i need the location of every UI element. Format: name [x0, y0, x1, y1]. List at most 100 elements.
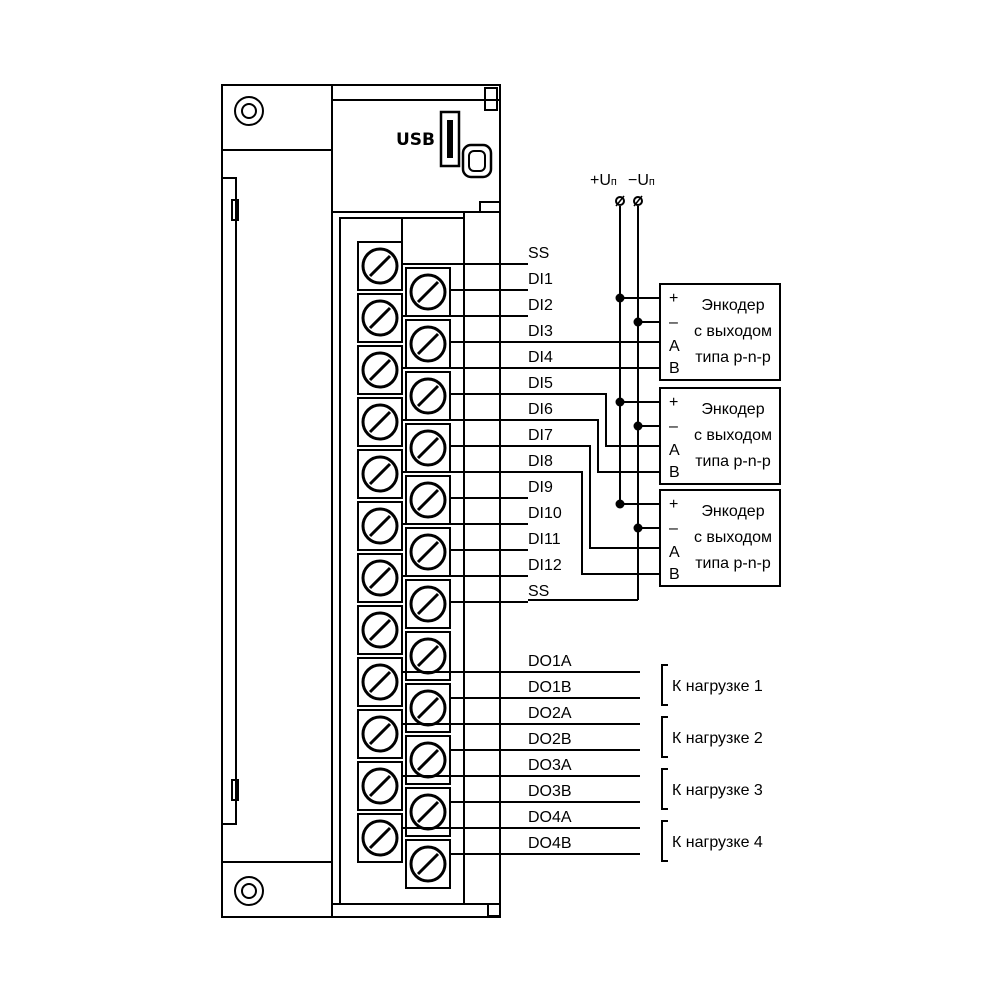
mount-hole-top [234, 96, 264, 126]
load-bracket: К нагрузке 1 [661, 664, 763, 706]
terminal-label: DO1B [528, 679, 572, 696]
supply-plus-label: +Uп [590, 172, 617, 189]
encoder-pin-label: – [669, 520, 678, 537]
encoder-text: типа p-n-p [695, 453, 771, 470]
screw-left-icon [361, 559, 399, 597]
encoder-text: с выходом [694, 529, 772, 546]
screw-right-icon [409, 377, 447, 415]
screw-right-icon [409, 585, 447, 623]
junction-dot [615, 293, 625, 303]
usb-cover-icon [461, 143, 493, 179]
terminal-label: DI9 [528, 479, 553, 496]
screw-right-icon [409, 481, 447, 519]
screw-left-icon [361, 715, 399, 753]
encoder-pin-label: A [669, 442, 680, 459]
usb-label: USB [396, 130, 435, 150]
junction-dots [615, 293, 643, 533]
terminal-label: DI3 [528, 323, 553, 340]
usb-port-icon [439, 110, 461, 168]
mount-hole-bottom [234, 876, 264, 906]
encoder-pin-label: B [669, 566, 680, 583]
screw-right-icon [409, 325, 447, 363]
encoder-text: Энкодер [701, 401, 764, 418]
screw-right-icon [409, 741, 447, 779]
terminal-label: DI7 [528, 427, 553, 444]
terminal-label: DO4A [528, 809, 572, 826]
junction-dot [633, 421, 643, 431]
encoder-pin-label: B [669, 464, 680, 481]
terminal-cell-left [357, 761, 403, 811]
screw-left-icon [361, 819, 399, 857]
terminal-cell-left [357, 813, 403, 863]
supply-minus-label: −Uп [628, 172, 655, 189]
screw-right-icon [409, 689, 447, 727]
usb-connector: USB [396, 110, 493, 179]
terminal-label: DI1 [528, 271, 553, 288]
terminal-label: DI6 [528, 401, 553, 418]
terminal-label: DO4B [528, 835, 572, 852]
terminal-label: DI12 [528, 557, 562, 574]
encoder-pin-label: – [669, 314, 678, 331]
screw-left-icon [361, 663, 399, 701]
screw-left-icon [361, 247, 399, 285]
screw-left-icon [361, 351, 399, 389]
terminal-cell-left [357, 345, 403, 395]
load-bracket: К нагрузке 4 [661, 820, 763, 862]
terminal-label: DI4 [528, 349, 553, 366]
encoder-pin-label: A [669, 338, 680, 355]
terminal-label: DI11 [528, 531, 561, 548]
module-housing [221, 84, 501, 918]
screw-left-icon [361, 507, 399, 545]
terminal-label: DO3B [528, 783, 572, 800]
terminal-label: DO2A [528, 705, 572, 722]
terminal-cell-right [405, 735, 451, 785]
module-body [331, 84, 501, 918]
junction-dot [615, 397, 625, 407]
terminal-cell-right [405, 631, 451, 681]
encoder-text: типа p-n-p [695, 555, 771, 572]
load-label: К нагрузке 3 [672, 782, 763, 799]
terminal-label: SS [528, 245, 549, 262]
encoder-pin-label: A [669, 544, 680, 561]
screw-left-icon [361, 455, 399, 493]
terminal-cell-left [357, 293, 403, 343]
terminal-cell-right [405, 579, 451, 629]
encoder-text: с выходом [694, 323, 772, 340]
terminal-cell-left [357, 709, 403, 759]
load-bracket: К нагрузке 3 [661, 768, 763, 810]
terminal-cell-right [405, 787, 451, 837]
usb-panel [331, 99, 501, 213]
terminal-label: DO3A [528, 757, 572, 774]
encoder-text: Энкодер [701, 297, 764, 314]
terminal-label: DI10 [528, 505, 562, 522]
junction-dot [633, 523, 643, 533]
encoder-pin-label: – [669, 418, 678, 435]
terminal-labels: SSDI1DI2DI3DI4DI5DI6DI7DI8DI9DI10DI11DI1… [528, 245, 572, 852]
terminal-cell-left [357, 657, 403, 707]
terminal-screws [357, 241, 451, 889]
terminal-cell-left [357, 241, 403, 291]
encoder-pin-label: + [669, 290, 678, 307]
load-label: К нагрузке 1 [672, 678, 763, 695]
screw-right-icon [409, 845, 447, 883]
loads: К нагрузке 1 К нагрузке 2 К нагрузке 3 К на… [661, 664, 763, 862]
terminal-label: SS [528, 583, 549, 600]
terminal-label: DO1A [528, 653, 572, 670]
encoder-pin-label: + [669, 394, 678, 411]
screw-right-icon [409, 793, 447, 831]
screw-right-icon [409, 429, 447, 467]
supply-terminals: +Uп −Uп [590, 172, 655, 207]
load-bracket: К нагрузке 2 [661, 716, 763, 758]
terminal-cell-left [357, 605, 403, 655]
junction-dot [615, 499, 625, 509]
side-rail [221, 177, 237, 825]
terminal-label: DI2 [528, 297, 553, 314]
screw-left-icon [361, 767, 399, 805]
screw-left-icon [361, 403, 399, 441]
load-label: К нагрузке 2 [672, 730, 763, 747]
load-label: К нагрузке 4 [672, 834, 763, 851]
